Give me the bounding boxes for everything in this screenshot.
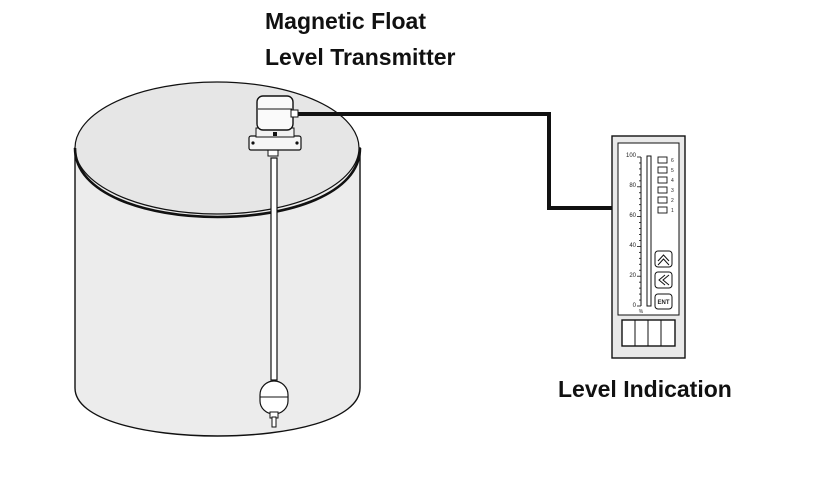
flange <box>248 135 302 151</box>
tank-body <box>74 147 361 437</box>
bargraph-column <box>646 155 652 307</box>
transmitter-label-line-1: Magnetic Float <box>265 8 427 34</box>
tank <box>73 81 362 437</box>
enter-button[interactable]: ENT <box>654 293 673 310</box>
double-chevron-left-icon <box>658 274 670 286</box>
tick-label-40: 40 <box>629 243 636 249</box>
indication-label: Level Indication <box>558 376 732 402</box>
led-number-3: 3 <box>671 188 674 194</box>
led-number-6: 6 <box>671 158 674 164</box>
scale-ticks <box>637 156 641 307</box>
float-stem-assembly <box>259 157 289 428</box>
unit-label: % <box>639 309 644 315</box>
up-button[interactable] <box>654 250 673 268</box>
led-number-1: 1 <box>671 208 674 214</box>
status-led-4 <box>657 176 668 184</box>
tick-label-20: 20 <box>629 273 636 279</box>
cable-gland <box>290 109 299 118</box>
transmitter-head <box>248 95 302 157</box>
status-led-3 <box>657 186 668 194</box>
float-ball <box>259 380 289 415</box>
status-led-1 <box>657 206 668 214</box>
level-indicator: 100 80 60 40 20 0 % 6 5 4 3 2 1 <box>611 135 686 359</box>
tick-label-60: 60 <box>629 213 636 219</box>
housing <box>256 95 294 131</box>
tick-label-80: 80 <box>629 183 636 189</box>
status-leds: 6 5 4 3 2 1 <box>657 156 674 214</box>
double-chevron-up-icon <box>657 254 670 266</box>
tick-label-0: 0 <box>633 303 637 309</box>
status-led-5 <box>657 166 668 174</box>
tick-label-100: 100 <box>626 153 637 159</box>
signal-cable <box>297 112 618 210</box>
led-number-2: 2 <box>671 198 674 204</box>
tank-top <box>74 81 360 215</box>
status-led-6 <box>657 156 668 164</box>
stem <box>270 157 278 381</box>
left-button[interactable] <box>654 271 673 289</box>
led-number-4: 4 <box>671 178 674 184</box>
enter-button-label: ENT <box>658 300 670 306</box>
status-led-2 <box>657 196 668 204</box>
led-number-5: 5 <box>671 168 674 174</box>
transmitter-label-line-2: Level Transmitter <box>265 44 456 70</box>
tank-top-front-edge <box>73 147 362 219</box>
